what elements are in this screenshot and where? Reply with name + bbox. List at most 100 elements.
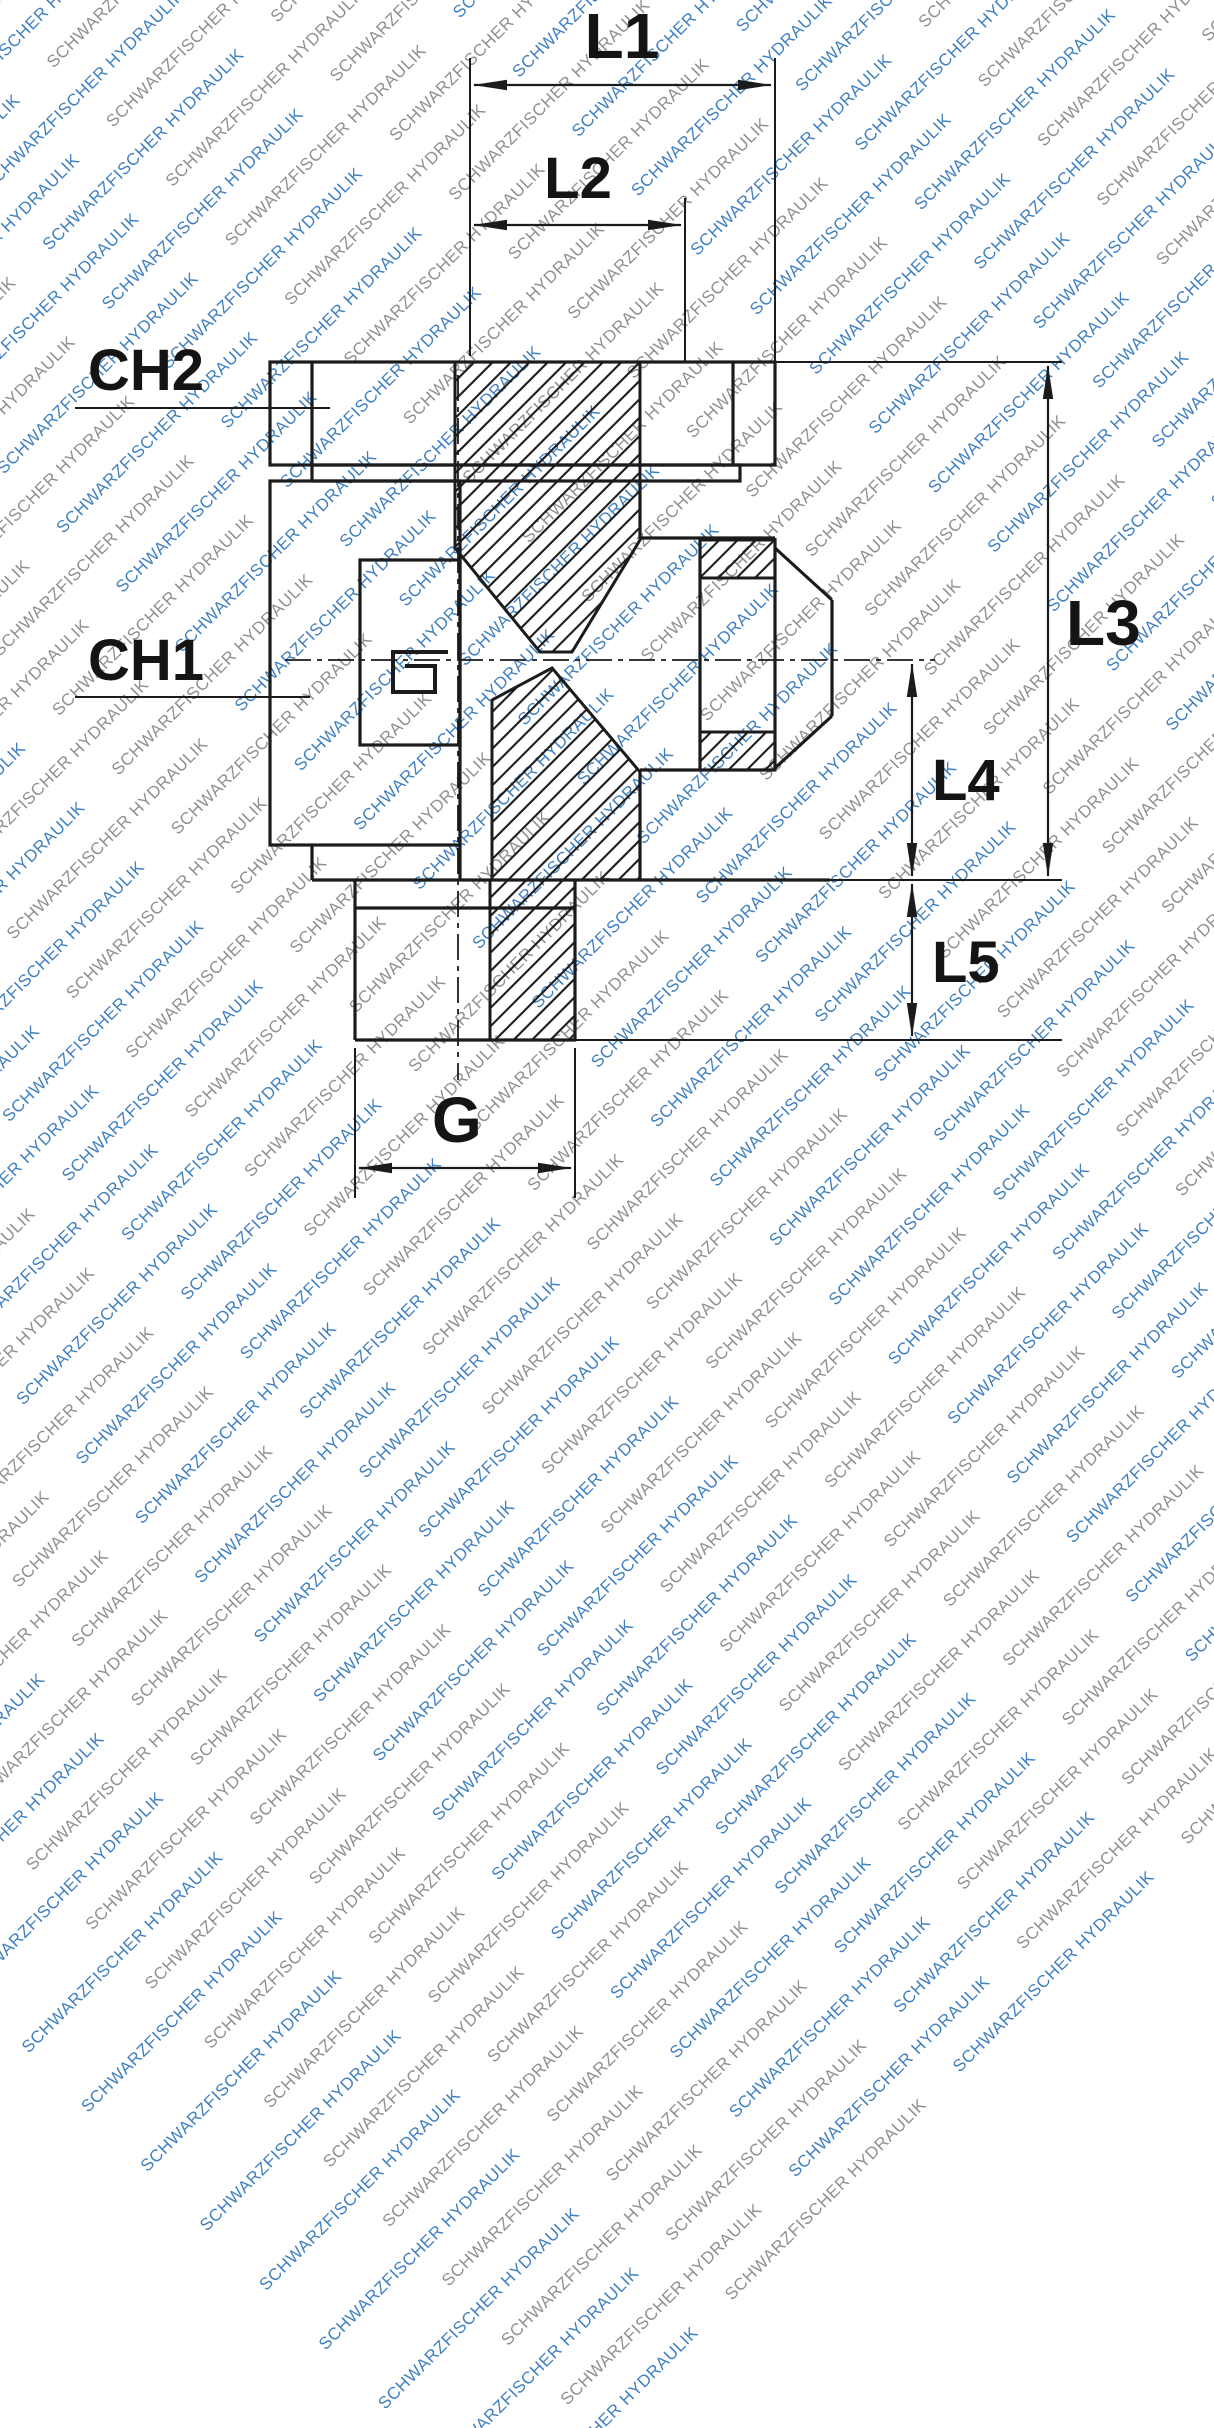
watermark-text: SCHWARZFISCHER HYDRAULIK xyxy=(533,1451,743,1661)
watermark-text: SCHWARZFISCHER HYDRAULIK xyxy=(355,1273,564,1482)
watermark-text: SCHWARZFISCHER HYDRAULIK xyxy=(1121,1397,1214,1607)
watermark-text: SCHWARZFISCHER HYDRAULIK xyxy=(309,1496,519,1706)
dimension-labels: L1 L2 L3 L4 L5 CH2 CH1 G xyxy=(88,0,1141,1156)
label-l5: L5 xyxy=(932,930,1000,995)
watermark-text: SCHWARZFISCHER HYDRAULIK xyxy=(71,1259,281,1469)
watermark-text: SCHWARZFISCHER HYDRAULIK xyxy=(8,1382,218,1592)
watermark-text: SCHWARZFISCHER HYDRAULIK xyxy=(556,2199,766,2409)
watermark-text: SCHWARZFISCHER HYDRAULIK xyxy=(487,1674,697,1884)
watermark-text: SCHWARZFISCHER HYDRAULIK xyxy=(12,1199,222,1409)
watermark-text: SCHWARZFISCHER HYDRAULIK xyxy=(602,1976,812,2186)
watermark-text: SCHWARZFISCHER HYDRAULIK xyxy=(136,1966,346,2176)
watermark-text: SCHWARZFISCHER HYDRAULIK xyxy=(1062,1337,1214,1547)
watermark-text: SCHWARZFISCHER HYDRAULIK xyxy=(537,1268,747,1478)
watermark-text: SCHWARZFISCHER HYDRAULIK xyxy=(255,2085,465,2295)
watermark-text: SCHWARZFISCHER HYDRAULIK xyxy=(77,1907,287,2116)
watermark-text: SCHWARZFISCHER HYDRAULIK xyxy=(949,1867,1158,2076)
part-outline xyxy=(268,360,834,1042)
retaining-clip xyxy=(391,650,448,694)
label-g: G xyxy=(432,1084,482,1156)
watermark-text: SCHWARZFISCHER HYDRAULIK xyxy=(497,2140,707,2350)
watermark-text: SCHWARZFISCHER HYDRAULIK xyxy=(250,1437,460,1647)
watermark-text: SCHWARZFISCHER HYDRAULIK xyxy=(131,1318,341,1528)
watermark-text: SCHWARZFISCHER HYDRAULIK xyxy=(196,2025,406,2235)
watermark-text: SCHWARZFISCHER HYDRAULIK xyxy=(295,1213,505,1423)
watermark-text: SCHWARZFISCHER HYDRAULIK xyxy=(893,1625,1103,1835)
watermark-text: SCHWARZFISCHER HYDRAULIK xyxy=(141,1784,350,1993)
label-l2: L2 xyxy=(544,146,612,211)
watermark-text: SCHWARZFISCHER HYDRAULIK xyxy=(127,1500,336,1710)
watermark-text: SCHWARZFISCHER HYDRAULIK xyxy=(661,2035,871,2245)
watermark-text: SCHWARZFISCHER HYDRAULIK xyxy=(1003,1278,1212,1488)
watermark-text: SCHWARZFISCHER HYDRAULIK xyxy=(438,2081,647,2290)
watermark-text: SCHWARZFISCHER HYDRAULIK xyxy=(0,1263,99,1473)
watermark-text: SCHWARZFISCHER HYDRAULIK xyxy=(711,1629,921,1839)
watermark-text: SCHWARZFISCHER HYDRAULIK xyxy=(17,1847,227,2057)
watermark-text: SCHWARZFISCHER HYDRAULIK xyxy=(493,2322,703,2428)
label-ch1: CH1 xyxy=(88,628,204,693)
watermark-text: SCHWARZFISCHER HYDRAULIK xyxy=(656,1387,866,1597)
watermark-text: SCHWARZFISCHER HYDRAULIK xyxy=(1176,1639,1214,1848)
watermark-text: SCHWARZFISCHER HYDRAULIK xyxy=(428,1615,638,1825)
watermark-text: SCHWARZFISCHER HYDRAULIK xyxy=(879,1342,1089,1551)
watermark-text: SCHWARZFISCHER HYDRAULIK xyxy=(0,1487,53,1696)
label-l3: L3 xyxy=(1066,587,1141,659)
watermark-text: SCHWARZFISCHER HYDRAULIK xyxy=(364,1738,574,1948)
watermark-text: SCHWARZFISCHER HYDRAULIK xyxy=(186,1560,396,1770)
label-l4: L4 xyxy=(932,748,1000,813)
watermark-text: SCHWARZFISCHER HYDRAULIK xyxy=(943,1219,1153,1428)
watermark-text: SCHWARZFISCHER HYDRAULIK xyxy=(1181,1457,1214,1666)
watermark-text: SCHWARZFISCHER HYDRAULIK xyxy=(190,1377,400,1587)
watermark-text: SCHWARZFISCHER HYDRAULIK xyxy=(200,1843,410,2053)
watermark-text: SCHWARZFISCHER HYDRAULIK xyxy=(0,1788,168,1998)
watermark-text: SCHWARZFISCHER HYDRAULIK xyxy=(998,1460,1208,1670)
watermark-text: SCHWARZFISCHER HYDRAULIK xyxy=(368,1556,578,1765)
watermark-text: SCHWARZFISCHER HYDRAULIK xyxy=(721,2094,930,2304)
watermark-text: SCHWARZFISCHER HYDRAULIK xyxy=(0,1322,158,1532)
watermark-text: SCHWARZFISCHER HYDRAULIK xyxy=(775,1506,984,1716)
watermark-text: SCHWARZFISCHER HYDRAULIK xyxy=(606,1793,816,2003)
watermark-text: SCHWARZFISCHER HYDRAULIK xyxy=(22,1665,232,1875)
watermark-text: SCHWARZFISCHER HYDRAULIK xyxy=(473,1391,683,1601)
watermark-text: SCHWARZFISCHER HYDRAULIK xyxy=(0,1605,172,1815)
watermark-text: SCHWARZFISCHER HYDRAULIK xyxy=(0,1669,49,1879)
watermark-text: SCHWARZFISCHER HYDRAULIK xyxy=(820,1282,1030,1492)
watermark-text: SCHWARZFISCHER HYDRAULIK xyxy=(1012,1743,1214,1953)
watermark-text: SCHWARZFISCHER HYDRAULIK xyxy=(834,1565,1044,1775)
watermark-text: SCHWARZFISCHER HYDRAULIK xyxy=(761,1223,971,1433)
watermark-text: SCHWARZFISCHER HYDRAULIK xyxy=(665,1853,875,2062)
watermark-text: SCHWARZFISCHER HYDRAULIK xyxy=(478,1209,687,1419)
watermark-text: SCHWARZFISCHER HYDRAULIK xyxy=(547,1734,757,1944)
watermark-text: SCHWARZFISCHER HYDRAULIK xyxy=(939,1401,1149,1611)
watermark-text: SCHWARZFISCHER HYDRAULIK xyxy=(0,1203,39,1413)
watermark-text: SCHWARZFISCHER HYDRAULIK xyxy=(953,1684,1163,1894)
extension-lines xyxy=(75,58,1062,1198)
centerlines xyxy=(285,375,935,1080)
label-l1: L1 xyxy=(585,0,660,72)
watermark-text: SCHWARZFISCHER HYDRAULIK xyxy=(414,1332,624,1542)
watermark-text: SCHWARZFISCHER HYDRAULIK xyxy=(725,1912,935,2122)
watermark-text: SCHWARZFISCHER HYDRAULIK xyxy=(770,1688,980,1898)
watermark-text: SCHWARZFISCHER HYDRAULIK xyxy=(433,2263,643,2428)
watermark-text: SCHWARZFISCHER HYDRAULIK xyxy=(830,1748,1040,1958)
watermark-text: SCHWARZFISCHER HYDRAULIK xyxy=(1117,1580,1214,1789)
watermark-text: SCHWARZFISCHER HYDRAULIK xyxy=(483,1857,693,2067)
label-ch2: CH2 xyxy=(88,338,204,403)
watermark-text: SCHWARZFISCHER HYDRAULIK xyxy=(305,1679,515,1889)
watermark-text: SCHWARZFISCHER HYDRAULIK xyxy=(319,1962,529,2172)
watermark-text: SCHWARZFISCHER HYDRAULIK xyxy=(67,1441,277,1651)
watermark-text: SCHWARZFISCHER HYDRAULIK xyxy=(81,1724,291,1934)
watermark-text: SCHWARZFISCHER HYDRAULIK xyxy=(0,1728,109,1938)
watermark-text: SCHWARZFISCHER HYDRAULIK xyxy=(374,2204,584,2413)
watermark-text: SCHWARZFISCHER HYDRAULIK xyxy=(245,1619,455,1829)
watermark-text: SCHWARZFISCHER HYDRAULIK xyxy=(596,1328,806,1538)
watermark-text: SCHWARZFISCHER HYDRAULIK xyxy=(715,1446,925,1656)
watermark-text: SCHWARZFISCHER HYDRAULIK xyxy=(592,1510,802,1720)
watermark-text: SCHWARZFISCHER HYDRAULIK xyxy=(1058,1520,1214,1730)
watermark-text: SCHWARZFISCHER HYDRAULIK xyxy=(259,1902,469,2112)
watermark-text: SCHWARZFISCHER HYDRAULIK xyxy=(784,1971,994,2181)
watermark-text: SCHWARZFISCHER HYDRAULIK xyxy=(889,1807,1099,2017)
watermark-text: SCHWARZFISCHER HYDRAULIK xyxy=(542,1916,752,2126)
watermark-text: SCHWARZFISCHER HYDRAULIK xyxy=(378,2021,588,2231)
technical-drawing: L1 L2 L3 L4 L5 CH2 CH1 G xyxy=(75,0,1141,1198)
